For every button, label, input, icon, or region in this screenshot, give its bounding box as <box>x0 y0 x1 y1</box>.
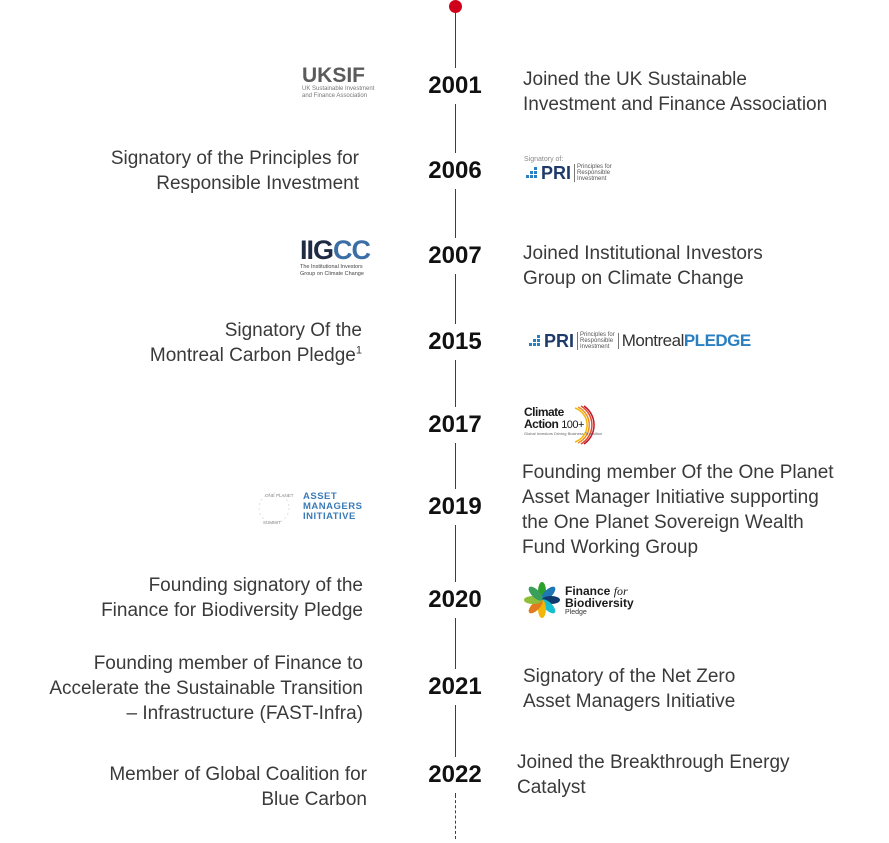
event-2001-text: Joined the UK Sustainable Investment and… <box>523 69 828 115</box>
timeline-axis <box>455 8 456 795</box>
climate-action-100-logo: Climate Action 100+ Global Investors Dri… <box>523 404 603 445</box>
year-2006: 2006 <box>418 153 492 189</box>
biodiversity-flower-icon <box>524 582 560 618</box>
pri-squares-icon <box>526 167 537 178</box>
year-2019: 2019 <box>418 489 492 525</box>
event-2006-text: Signatory of the Principles for Responsi… <box>110 148 359 194</box>
svg-text:SUMMIT: SUMMIT <box>263 520 281 525</box>
year-2007: 2007 <box>418 238 492 274</box>
year-2020: 2020 <box>418 582 492 618</box>
event-2020-text: Founding signatory of the Finance for Bi… <box>101 575 363 621</box>
climate-action-arcs-icon <box>574 405 595 445</box>
event-2007-text: Joined Institutional Investors Group on … <box>523 243 763 289</box>
timeline-axis-continuation <box>455 795 456 839</box>
iigcc-logo: IIGCC The Institutional Investors Group … <box>300 235 371 277</box>
event-2021-right-text: Signatory of the Net Zero Asset Managers… <box>523 666 736 712</box>
pri-squares-icon <box>529 335 540 346</box>
pri-montreal-pledge-logo: PRI Principles for Responsible Investmen… <box>527 331 751 351</box>
event-2015-text: Signatory Of the Montreal Carbon Pledge1 <box>149 320 362 366</box>
uksif-logo: UKSIF UK Sustainable Investment and Fina… <box>302 64 375 99</box>
finance-for-biodiversity-logo: Finance for Biodiversity Pledge <box>523 580 653 620</box>
svg-text:ONE PLANET: ONE PLANET <box>265 493 294 498</box>
one-planet-ring-icon: ONE PLANET SUMMIT <box>258 492 294 525</box>
event-2022-right-text: Joined the Breakthrough Energy Catalyst <box>517 752 790 798</box>
event-2021-left-text: Founding member of Finance to Accelerate… <box>49 653 363 724</box>
event-2019-text: Founding member Of the One Planet Asset … <box>522 462 834 558</box>
year-2022: 2022 <box>418 757 492 793</box>
year-2001: 2001 <box>418 68 492 104</box>
event-2022-left-text: Member of Global Coalition for Blue Carb… <box>109 764 367 810</box>
year-2021: 2021 <box>418 669 492 705</box>
timeline-start-dot <box>449 0 462 13</box>
pri-signatory-logo: Signatory of: PRI Principles for Respons… <box>524 156 612 183</box>
year-2017: 2017 <box>418 407 492 443</box>
one-planet-ami-logo: ONE PLANET SUMMIT ASSET MANAGERS INITIAT… <box>256 488 362 528</box>
year-2015: 2015 <box>418 324 492 360</box>
